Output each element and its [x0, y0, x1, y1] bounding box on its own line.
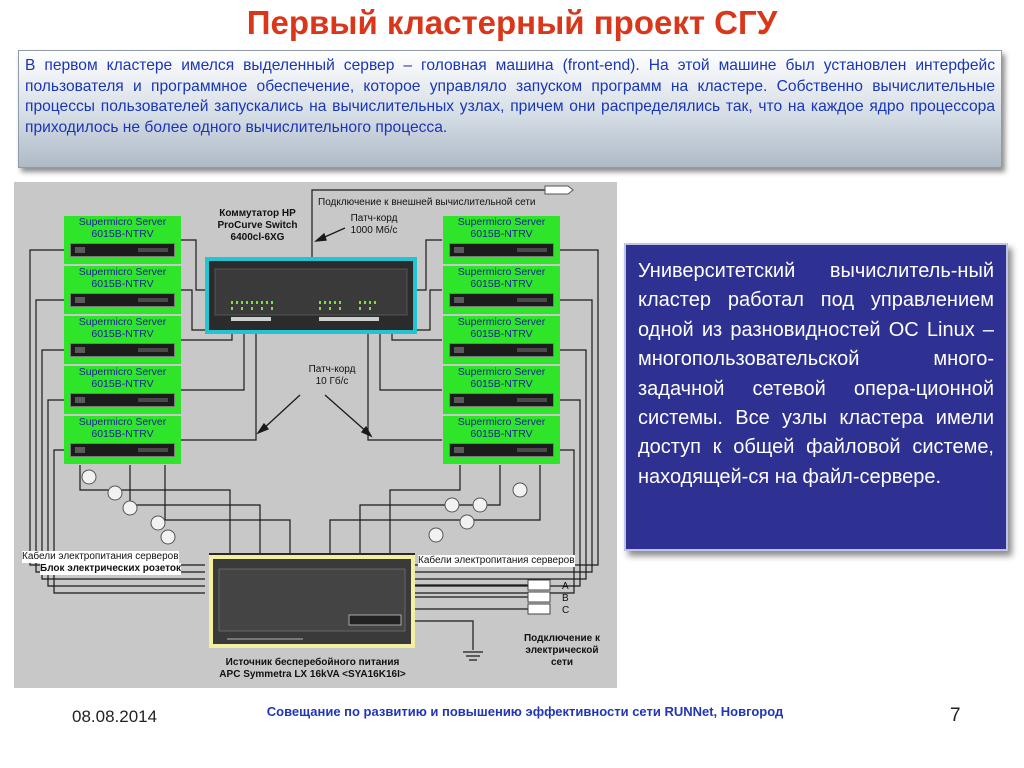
server-model-code: 6015B-NTRV — [470, 278, 533, 290]
phase-b-label: B — [562, 593, 569, 604]
server-chassis — [70, 393, 175, 407]
server-model-name: Supermicro Server — [78, 216, 167, 228]
server-chassis — [70, 343, 175, 357]
server-model-name: Supermicro Server — [78, 316, 167, 328]
slide-title: Первый кластерный проект СГУ — [246, 4, 778, 41]
server-chassis — [449, 443, 554, 457]
server-chassis — [449, 343, 554, 357]
server-model-code: 6015B-NTRV — [91, 228, 154, 240]
server-model-code: 6015B-NTRV — [91, 278, 154, 290]
ups-label: Источник бесперебойного питания APC Symm… — [219, 657, 406, 680]
ups-front-panel — [218, 568, 406, 640]
footer-note: Совещание по развитию и повышению эффект… — [266, 704, 784, 719]
server-chassis — [70, 293, 175, 307]
server-chassis — [70, 443, 175, 457]
server-chassis — [449, 393, 554, 407]
server-chassis — [70, 243, 175, 257]
server-model-name: Supermicro Server — [78, 416, 167, 428]
patch-cord-10g-label: Патч-корд 10 Гб/с — [308, 364, 356, 387]
server-model-name: Supermicro Server — [457, 416, 546, 428]
server-model-code: 6015B-NTRV — [470, 378, 533, 390]
network-switch — [205, 257, 417, 334]
intro-text-box: В первом кластере имелся выделенный серв… — [18, 50, 1002, 168]
server-chassis — [449, 243, 554, 257]
server-model-name: Supermicro Server — [78, 366, 167, 378]
server-model-name: Supermicro Server — [457, 316, 546, 328]
server-model-code: 6015B-NTRV — [91, 428, 154, 440]
side-text-box: Университетский вычислитель-ный кластер … — [624, 243, 1008, 551]
switch-ports — [214, 268, 408, 321]
power-cables-left-label: Кабели электропитания серверов — [22, 551, 179, 563]
power-cables-right-label: Кабели электропитания серверов — [418, 555, 575, 567]
server-model-name: Supermicro Server — [457, 366, 546, 378]
server-model-code: 6015B-NTRV — [470, 328, 533, 340]
server-model-name: Supermicro Server — [78, 266, 167, 278]
server-model-name: Supermicro Server — [457, 216, 546, 228]
external-network-label: Подключение к внешней вычислительной сет… — [318, 197, 536, 208]
patch-cord-1000-label: Патч-корд 1000 Мб/с — [350, 213, 398, 236]
ups-unit — [209, 555, 415, 648]
switch-label: Коммутатор HP ProCurve Switch 6400cl-6XG — [217, 208, 298, 243]
server-model-code: 6015B-NTRV — [470, 228, 533, 240]
server-model-code: 6015B-NTRV — [91, 328, 154, 340]
server-model-code: 6015B-NTRV — [91, 378, 154, 390]
server-model-code: 6015B-NTRV — [470, 428, 533, 440]
page-number: 7 — [950, 705, 961, 726]
phase-a-label: A — [562, 581, 569, 592]
grid-connection-label: Подключение к электрической сети — [523, 633, 601, 668]
footer-date: 08.08.2014 — [72, 707, 158, 726]
server-model-name: Supermicro Server — [457, 266, 546, 278]
socket-block-label: Блок электрических розеток — [40, 563, 182, 575]
phase-c-label: C — [562, 605, 570, 616]
server-chassis — [449, 293, 554, 307]
